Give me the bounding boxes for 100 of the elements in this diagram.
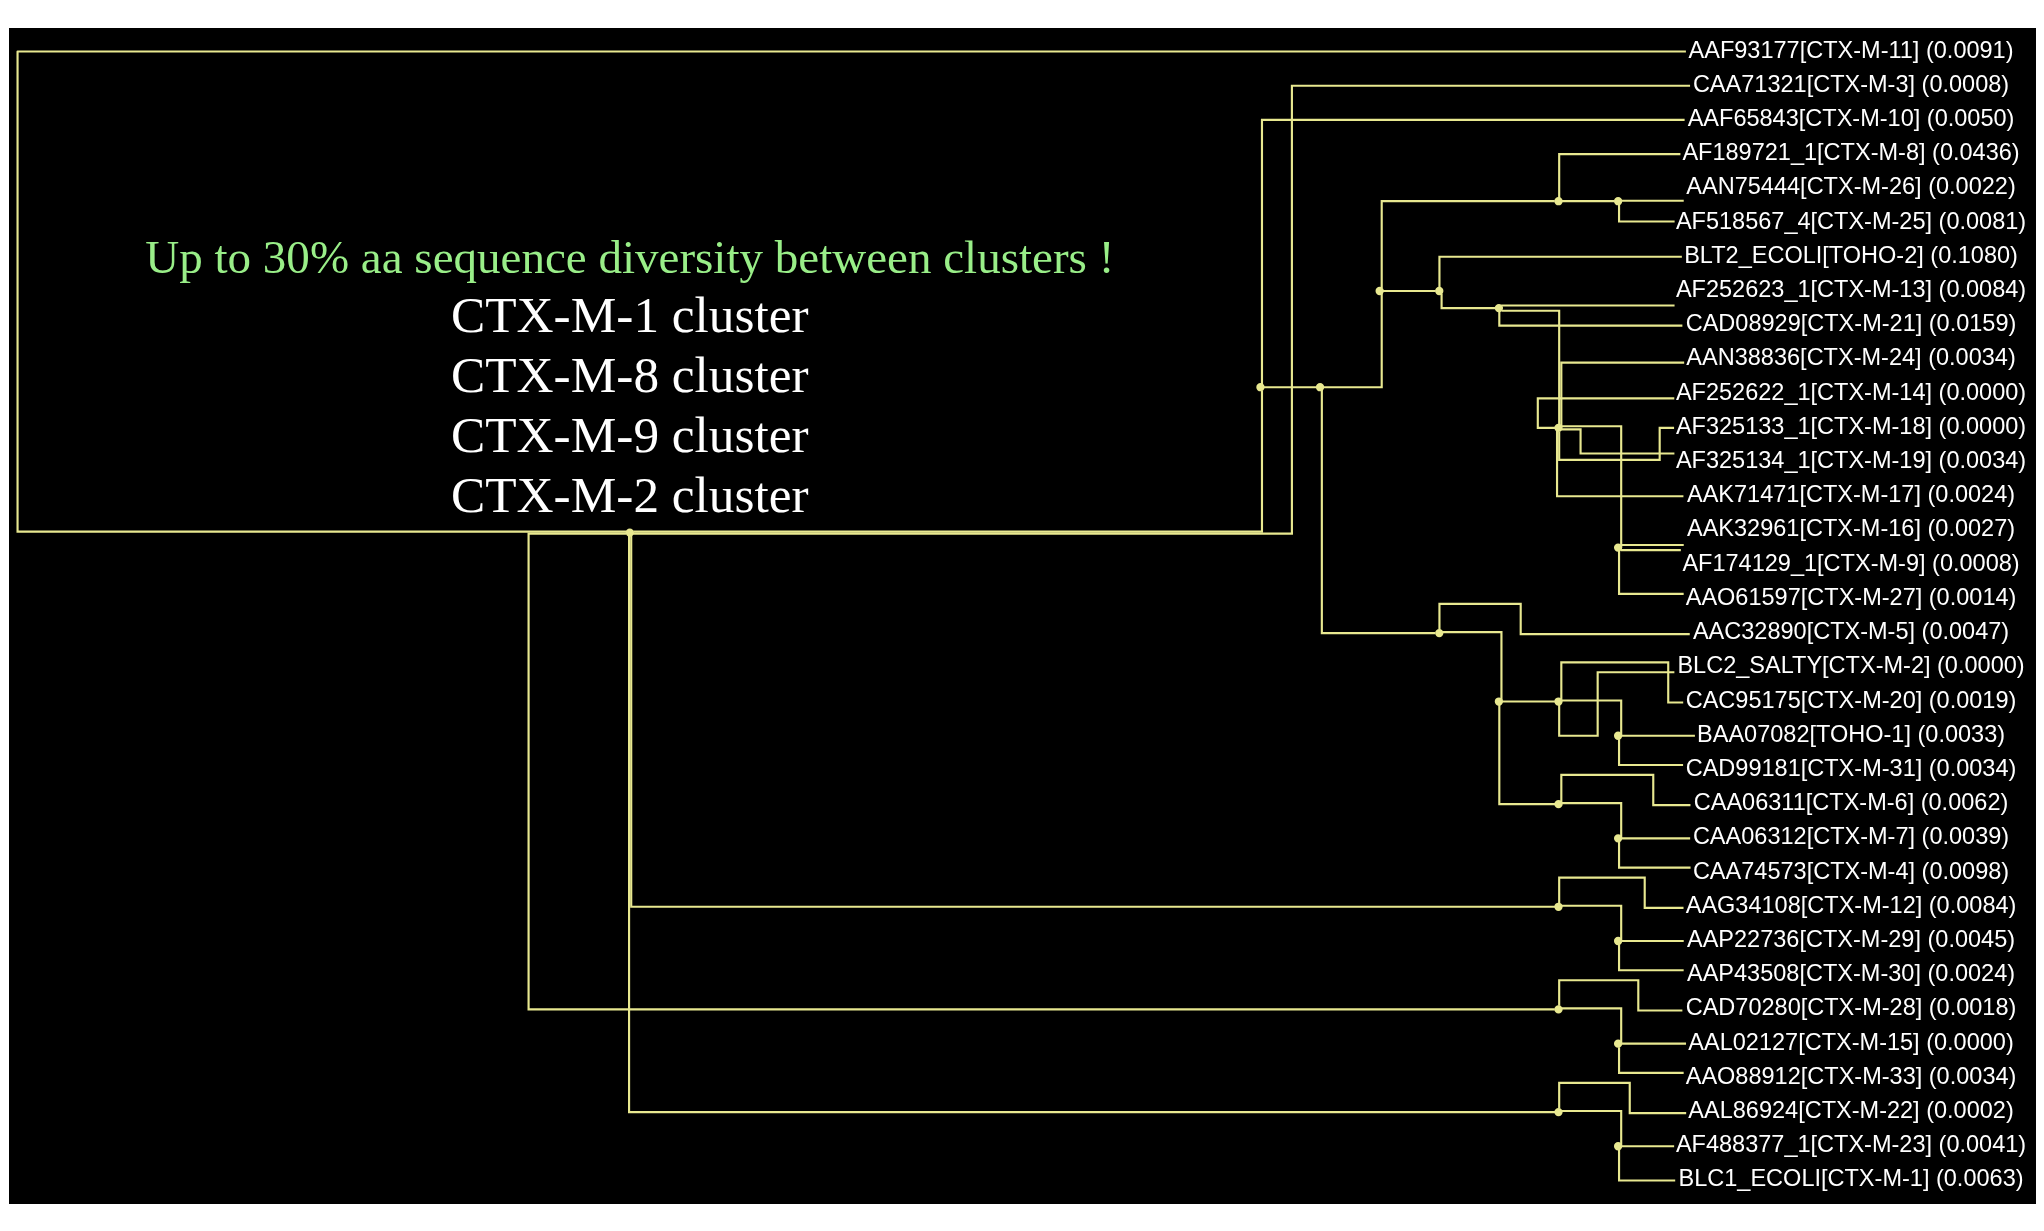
node-text: AF252622_1[CTX-M-14] (0.0000) bbox=[1675, 378, 2026, 405]
connector bbox=[1561, 801, 1622, 838]
node-text: BLT2_ECOLI[TOHO-2] (0.1080) bbox=[1683, 241, 2018, 268]
connector bbox=[1561, 1109, 1622, 1146]
node-text: AF488377_1[CTX-M-23] (0.0041) bbox=[1675, 1130, 2026, 1157]
node-text: AF252623_1[CTX-M-13] (0.0084) bbox=[1675, 275, 2026, 302]
node-text: AAP22736[CTX-M-29] (0.0045) bbox=[1686, 925, 2015, 952]
node-text: AAF65843[CTX-M-10] (0.0050) bbox=[1687, 104, 2014, 131]
node-text: AAK71471[CTX-M-17] (0.0024) bbox=[1686, 480, 2015, 507]
node-text: CAC95175[CTX-M-20] (0.0019) bbox=[1685, 686, 2016, 713]
connector bbox=[1620, 734, 1695, 737]
connector bbox=[1380, 199, 1555, 288]
connector bbox=[1557, 876, 1683, 909]
node-point bbox=[1613, 833, 1622, 843]
node-point bbox=[1553, 196, 1563, 205]
label: Up to 30% aa sequence diversity between clusters ! bbox=[144, 230, 1114, 283]
connector bbox=[1497, 704, 1555, 805]
connector bbox=[1500, 309, 1560, 424]
connector bbox=[1617, 1046, 1684, 1074]
node-point bbox=[1553, 1107, 1563, 1116]
connector bbox=[1559, 773, 1690, 806]
connector bbox=[1557, 670, 1674, 737]
node-text: AAO61597[CTX-M-27] (0.0014) bbox=[1685, 583, 2016, 610]
node-text: AAO88912[CTX-M-33] (0.0034) bbox=[1685, 1062, 2016, 1089]
connector bbox=[1617, 1148, 1675, 1182]
connector bbox=[527, 532, 1555, 1010]
node-text: AAL02127[CTX-M-15] (0.0000) bbox=[1687, 1028, 2014, 1055]
connector bbox=[1559, 660, 1683, 704]
node-text: AAG34108[CTX-M-12] (0.0084) bbox=[1685, 891, 2016, 918]
node-text: AF174129_1[CTX-M-9] (0.0008) bbox=[1681, 549, 2020, 576]
connector bbox=[1497, 311, 1682, 327]
connector bbox=[1620, 836, 1690, 839]
node-text: AAF93177[CTX-M-11] (0.0091) bbox=[1688, 36, 2014, 63]
node-point bbox=[1375, 286, 1384, 295]
node-text: CAD70280[CTX-M-28] (0.0018) bbox=[1685, 993, 2016, 1020]
node-point bbox=[1255, 382, 1265, 391]
connector bbox=[632, 390, 1263, 533]
connector bbox=[1561, 1006, 1622, 1044]
connector bbox=[1536, 396, 1674, 429]
node-point bbox=[1553, 423, 1563, 432]
connector bbox=[632, 84, 1690, 535]
connector bbox=[1557, 152, 1680, 198]
node-text: BLC2_SALTY[CTX-M-2] (0.0000) bbox=[1676, 651, 2025, 678]
node-point bbox=[1613, 1141, 1622, 1150]
node-text: AAK32961[CTX-M-16] (0.0027) bbox=[1686, 514, 2015, 541]
node-point bbox=[1315, 382, 1324, 391]
node-text: AF325134_1[CTX-M-19] (0.0034) bbox=[1675, 446, 2026, 473]
node-point bbox=[625, 527, 634, 537]
connector bbox=[1437, 255, 1682, 288]
connector bbox=[1437, 602, 1690, 635]
node-point bbox=[1613, 542, 1622, 552]
node-point bbox=[1613, 936, 1622, 945]
connector bbox=[1322, 292, 1383, 388]
connector bbox=[1617, 550, 1684, 595]
connector bbox=[1501, 699, 1555, 703]
node-point bbox=[1553, 902, 1563, 911]
connector bbox=[1617, 841, 1691, 869]
connector bbox=[1260, 118, 1685, 384]
node-text: AAP43508[CTX-M-30] (0.0024) bbox=[1686, 959, 2015, 986]
connector bbox=[1620, 543, 1684, 546]
connector bbox=[627, 535, 1555, 1113]
node-point bbox=[1434, 286, 1443, 295]
node-text: AF325133_1[CTX-M-18] (0.0000) bbox=[1675, 412, 2026, 439]
node-point bbox=[1553, 799, 1563, 808]
connector bbox=[629, 535, 1555, 908]
connector bbox=[1617, 738, 1683, 766]
node-text: AAC32890[CTX-M-5] (0.0047) bbox=[1692, 617, 2009, 644]
node-text: BLC1_ECOLI[CTX-M-1] (0.0063) bbox=[1678, 1164, 2024, 1191]
node-point bbox=[1494, 303, 1503, 312]
connector bbox=[1617, 203, 1675, 223]
connector bbox=[1620, 199, 1684, 202]
connector bbox=[1560, 427, 1674, 455]
node-text: AAN75444[CTX-M-26] (0.0022) bbox=[1685, 172, 2016, 199]
node-text: BAA07082[TOHO-1] (0.0033) bbox=[1696, 720, 2005, 747]
node-text: AAN38836[CTX-M-24] (0.0034) bbox=[1685, 343, 2016, 370]
connector bbox=[1557, 978, 1682, 1012]
node-text: CAD99181[CTX-M-31] (0.0034) bbox=[1685, 754, 2016, 781]
node-point bbox=[1494, 696, 1503, 706]
label: CTX-M-2 cluster bbox=[450, 465, 809, 523]
node-point bbox=[1553, 696, 1563, 706]
node-point bbox=[1553, 1004, 1563, 1014]
connector bbox=[1442, 630, 1502, 700]
connector bbox=[1561, 698, 1622, 736]
node-text: AF518567_4[CTX-M-25] (0.0081) bbox=[1675, 207, 2026, 234]
connector bbox=[1500, 303, 1675, 307]
connector bbox=[1617, 944, 1684, 971]
node-text: CAA74573[CTX-M-4] (0.0098) bbox=[1692, 857, 2009, 884]
connector bbox=[1620, 548, 1681, 551]
label: CTX-M-8 cluster bbox=[450, 345, 809, 403]
label: CTX-M-1 cluster bbox=[450, 285, 809, 343]
node-text: AAL86924[CTX-M-22] (0.0002) bbox=[1687, 1096, 2014, 1123]
node-text: CAA06312[CTX-M-7] (0.0039) bbox=[1692, 822, 2009, 849]
connector bbox=[1263, 385, 1316, 388]
connector bbox=[1382, 289, 1436, 292]
connector bbox=[1620, 1042, 1686, 1045]
connector bbox=[16, 49, 1686, 533]
label: CTX-M-9 cluster bbox=[450, 405, 809, 463]
connector bbox=[1559, 361, 1684, 426]
connector bbox=[1557, 1081, 1686, 1114]
connector bbox=[1557, 426, 1674, 461]
